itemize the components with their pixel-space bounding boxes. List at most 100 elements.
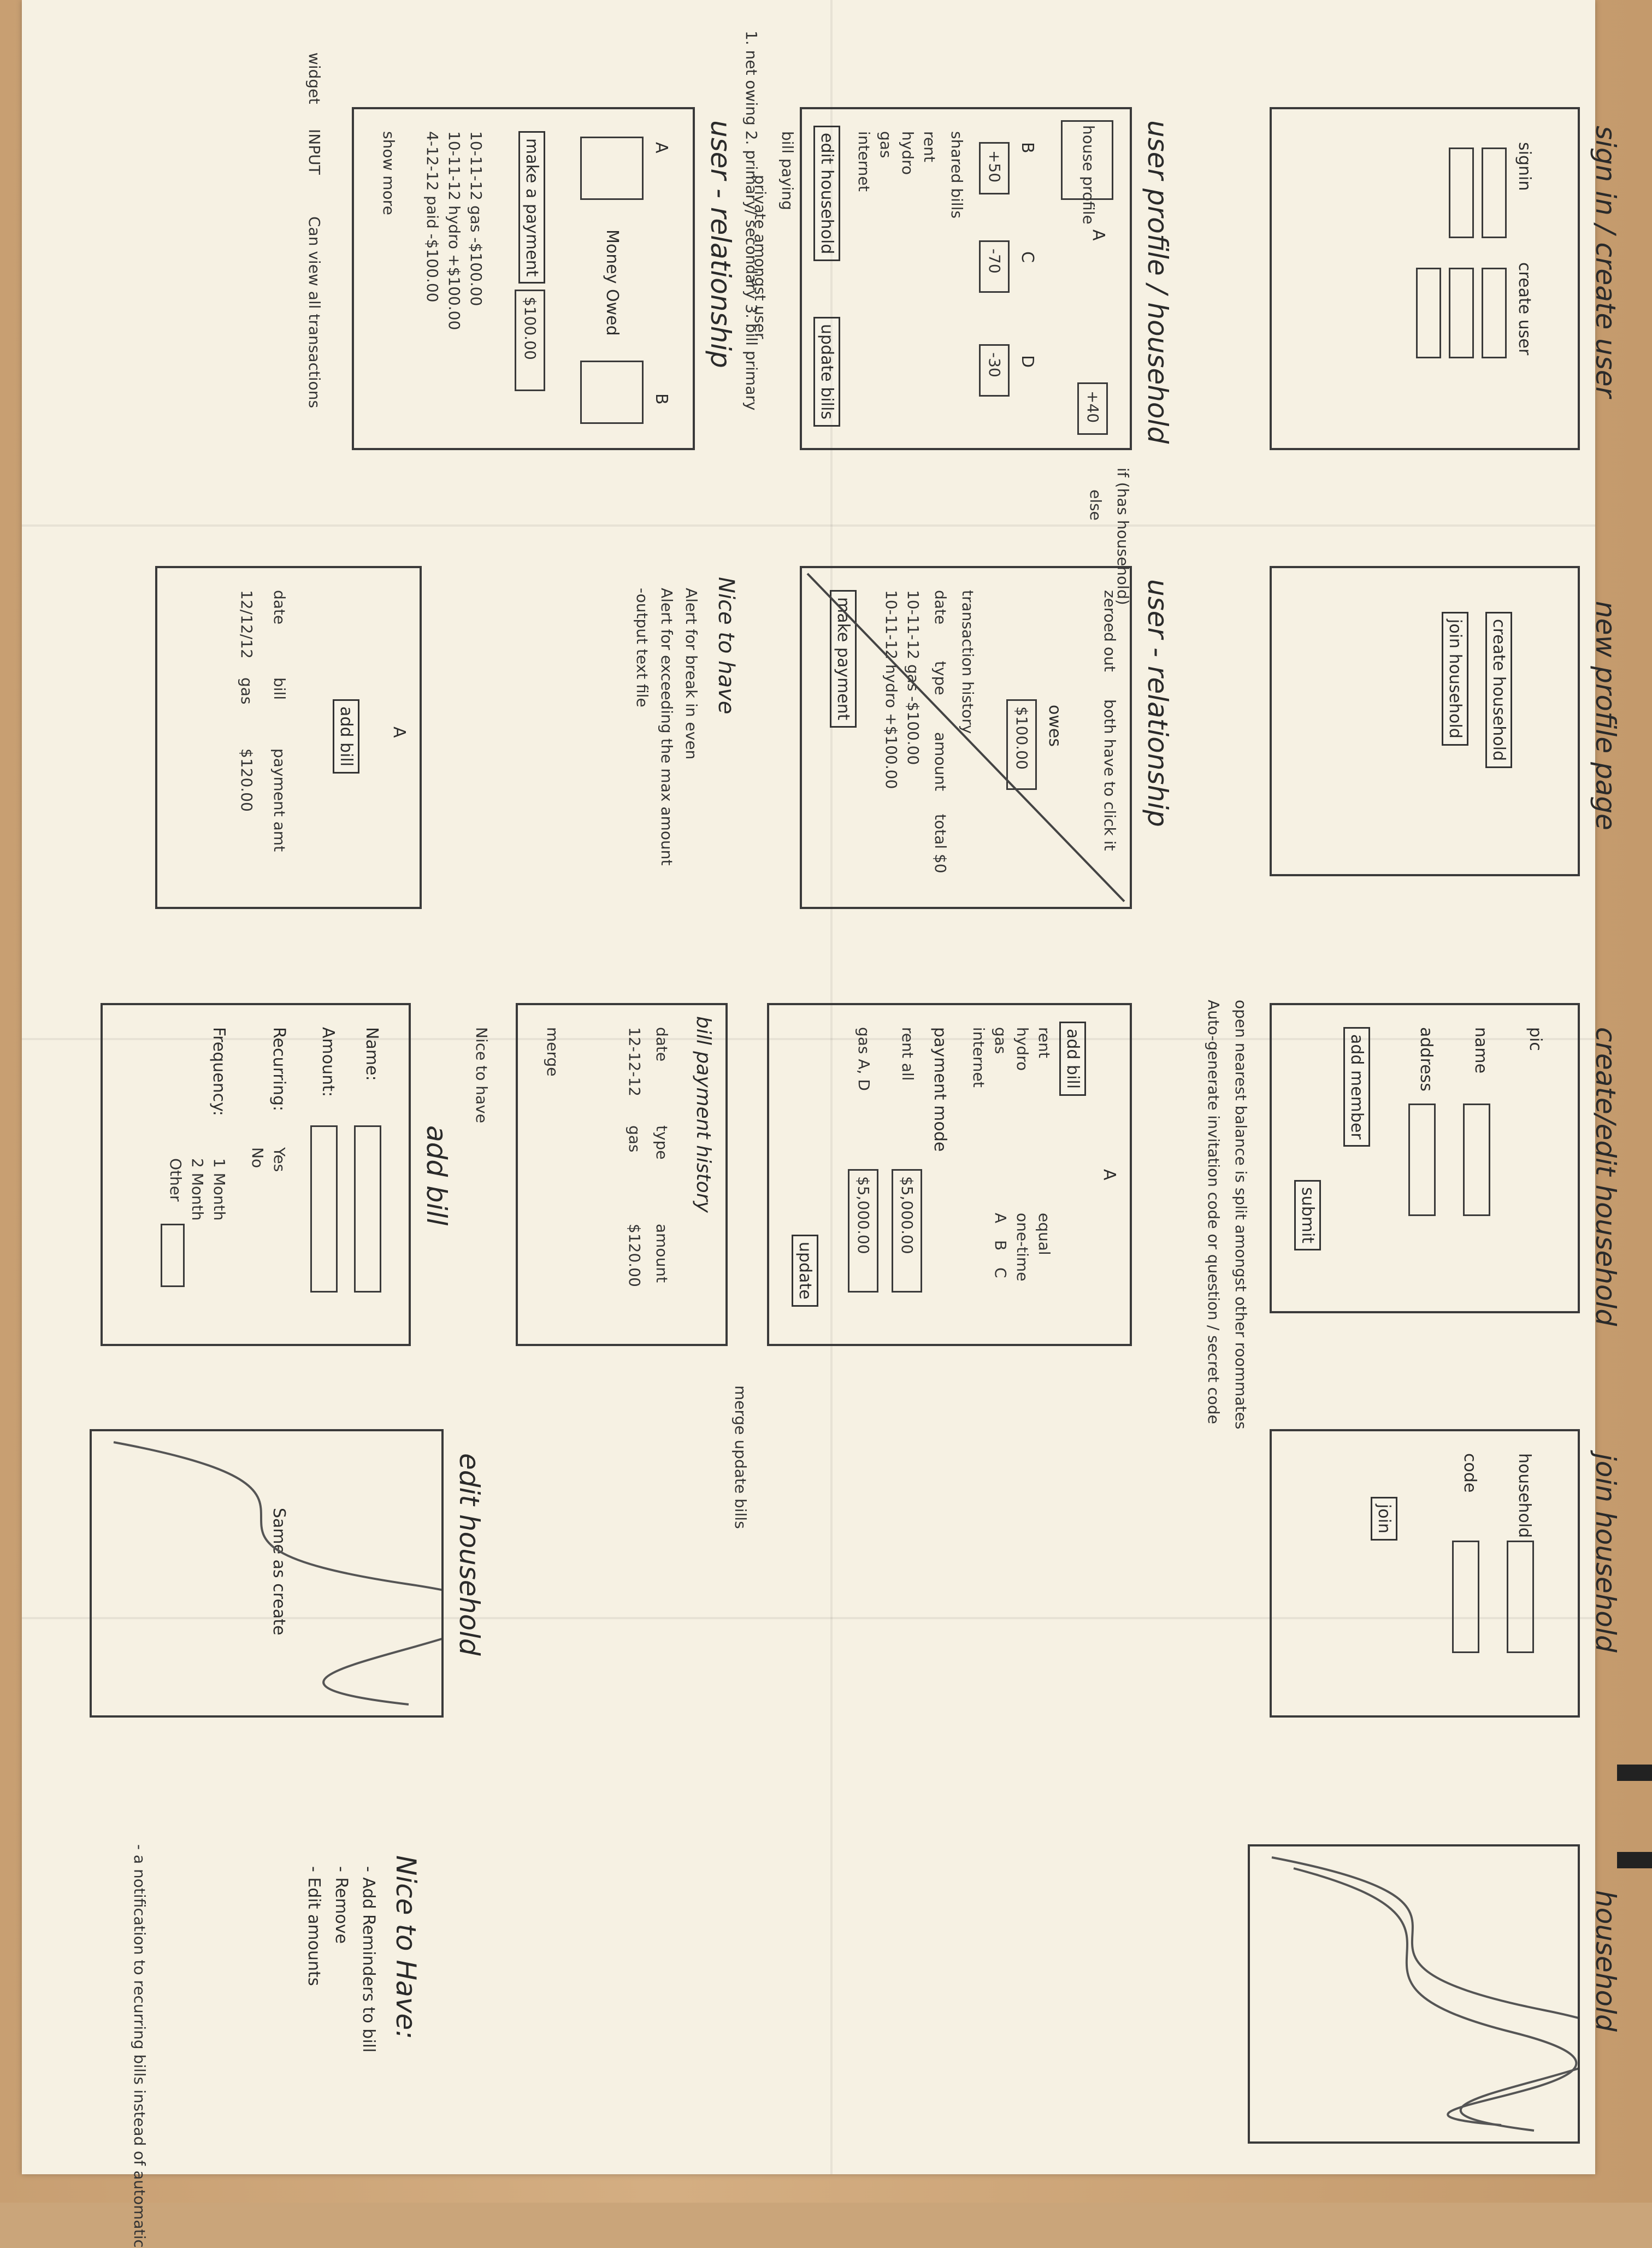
- create-user-field-2[interactable]: [1449, 268, 1474, 358]
- fold-line-horizontal-2: [22, 1038, 1595, 1040]
- payment-a-label: A: [1100, 1169, 1119, 1181]
- add-bill-nice-note: Nice to have: [473, 1027, 491, 1123]
- create-household-button[interactable]: create household: [1485, 612, 1512, 768]
- payment-equal[interactable]: equal: [1035, 1213, 1053, 1255]
- overflow-note: open nearest balance is split amongst ot…: [1232, 1000, 1250, 1430]
- name-field[interactable]: [1463, 1104, 1490, 1216]
- add-bill-f1[interactable]: 1 Month: [210, 1158, 228, 1221]
- add-bill-recurring-label: Recurring:: [269, 1027, 288, 1112]
- bill-row-hydro: hydro: [899, 131, 917, 175]
- nice-to-have-2-item-3: - Edit amounts: [304, 1866, 323, 1986]
- add-bill-title: add bill: [421, 1125, 452, 1226]
- add-bill-name-label: Name:: [362, 1027, 381, 1081]
- household-title: household: [1590, 1890, 1621, 2032]
- household-field[interactable]: [1507, 1541, 1534, 1653]
- add-bill-f2[interactable]: 2 Month: [188, 1158, 206, 1221]
- bill-list-screen: A add bill date bill payment amt 12/12/1…: [155, 566, 422, 909]
- col-a-label: A: [1089, 229, 1108, 241]
- table-seam-line-2: [1617, 1852, 1652, 1868]
- create-user-label: create user: [1515, 262, 1534, 356]
- payment-payer-c[interactable]: C: [992, 1267, 1010, 1278]
- payment-bill-hydro: hydro: [1013, 1027, 1031, 1071]
- code-field[interactable]: [1452, 1541, 1479, 1653]
- add-bill-other[interactable]: Other: [167, 1158, 185, 1202]
- scribble-crossout: [1271, 1856, 1578, 2132]
- add-bill-yes[interactable]: Yes: [270, 1147, 288, 1172]
- submit-button[interactable]: submit: [1294, 1180, 1321, 1251]
- user-profile-screen: user profile / household house profile A…: [751, 107, 1173, 450]
- flag-note: 1. net owing 2. primary/ secondary 3. bi…: [742, 31, 760, 411]
- rel-amount-box[interactable]: $100.00: [515, 290, 545, 391]
- fold-line-horizontal-3: [22, 1617, 1595, 1619]
- nice-to-have-2: Nice to Have: - Add Reminders to bill - …: [203, 1844, 422, 2150]
- payment-one-time[interactable]: one-time: [1013, 1213, 1031, 1282]
- widget-note: widget: [305, 52, 323, 104]
- nice-to-have-2-title: Nice to Have:: [390, 1855, 422, 2039]
- bill-list-col-payment: payment amt: [270, 748, 288, 852]
- payment-payer-b[interactable]: B: [992, 1240, 1010, 1251]
- house-profile-box: house profile: [1061, 120, 1113, 225]
- bill-list-col-bill: bill: [270, 677, 288, 700]
- nice-to-have-1-item-2: Alert for exceeding the max amount: [658, 588, 676, 866]
- signin-field-1[interactable]: [1482, 147, 1507, 238]
- add-bill-other-field[interactable]: [161, 1224, 185, 1287]
- relationship-b: B: [652, 393, 671, 405]
- merge-update-note: merge update bills: [731, 1385, 750, 1529]
- fold-line-horizontal-1: [22, 524, 1595, 527]
- add-bill-amount-field[interactable]: [310, 1125, 338, 1293]
- add-bill-no[interactable]: No: [249, 1147, 267, 1169]
- col-d-label: D: [1018, 355, 1037, 368]
- update-bills-button[interactable]: update bills: [813, 317, 840, 427]
- rel-make-payment-button[interactable]: make a payment: [518, 131, 545, 284]
- amount-box-4: +40: [1077, 382, 1108, 435]
- add-bill-frequency-label: Frequency:: [209, 1027, 228, 1116]
- new-profile-screen: new profile page create household join h…: [1270, 566, 1621, 876]
- bill-history-col-amount: amount: [653, 1224, 671, 1283]
- bill-row-gas: gas: [877, 131, 895, 158]
- relationship-screen: user - relationship A B Money Owed make …: [352, 107, 736, 450]
- paper-sheet: [22, 0, 1595, 2174]
- signin-title: sign in / create user: [1590, 126, 1621, 398]
- amount-4: +40: [1084, 391, 1102, 423]
- add-bill-name-field[interactable]: [354, 1125, 381, 1293]
- else-note: else: [1087, 489, 1105, 521]
- rel-show-more[interactable]: show more: [380, 131, 398, 215]
- payment-amount-box-2[interactable]: $5,000.00: [848, 1169, 878, 1293]
- payment-mode-label: payment mode: [930, 1027, 949, 1152]
- bill-row-internet: internet: [855, 131, 873, 192]
- table-seam-line: [1617, 1765, 1652, 1781]
- relationship-detail-title: user - relationship: [1142, 579, 1173, 827]
- payment-add-bill-button[interactable]: add bill: [1059, 1022, 1086, 1096]
- bill-paying-label: bill paying: [778, 131, 796, 210]
- payment-amount-box-1[interactable]: $5,000.00: [892, 1169, 922, 1293]
- footnote: - a notification to recurring bills inst…: [131, 1844, 149, 2248]
- bill-history-merge-note: merge: [544, 1027, 562, 1077]
- address-field[interactable]: [1408, 1104, 1436, 1216]
- add-member-button[interactable]: add member: [1343, 1027, 1370, 1147]
- join-household-button[interactable]: join household: [1442, 612, 1468, 746]
- rel-history-3: 4-12-12 paid -$100.00: [423, 131, 441, 303]
- shared-bills-label: shared bills: [948, 131, 966, 219]
- name-label: name: [1471, 1027, 1490, 1074]
- fold-line-vertical: [830, 0, 833, 2174]
- bill-history-col-type: type: [653, 1125, 671, 1160]
- edit-household-button[interactable]: edit household: [813, 126, 840, 262]
- nice-to-have-1-item-3: -output text file: [633, 588, 651, 707]
- money-owed-label: Money Owed: [603, 229, 622, 336]
- signin-field-2[interactable]: [1449, 147, 1474, 238]
- user-profile-title: user profile / household: [1142, 120, 1173, 444]
- house-profile-label: house profile: [1079, 125, 1098, 225]
- create-user-field-1[interactable]: [1482, 268, 1507, 358]
- amount-2: -70: [986, 249, 1004, 274]
- payment-payer-a[interactable]: A: [992, 1213, 1010, 1224]
- amount-box-2: -70: [979, 240, 1010, 293]
- join-button[interactable]: join: [1371, 1497, 1397, 1541]
- can-view-note: Can view all transactions: [305, 216, 323, 409]
- bill-list-add-button[interactable]: add bill: [333, 699, 359, 774]
- rel-history-1: 10-11-12 gas -$100.00: [467, 131, 485, 306]
- create-user-field-3[interactable]: [1416, 268, 1441, 358]
- payment-update-button[interactable]: update: [792, 1235, 818, 1307]
- bill-list-row-amount: $120.00: [238, 748, 256, 812]
- bill-list-a: A: [390, 727, 409, 738]
- new-profile-title: new profile page: [1590, 601, 1621, 830]
